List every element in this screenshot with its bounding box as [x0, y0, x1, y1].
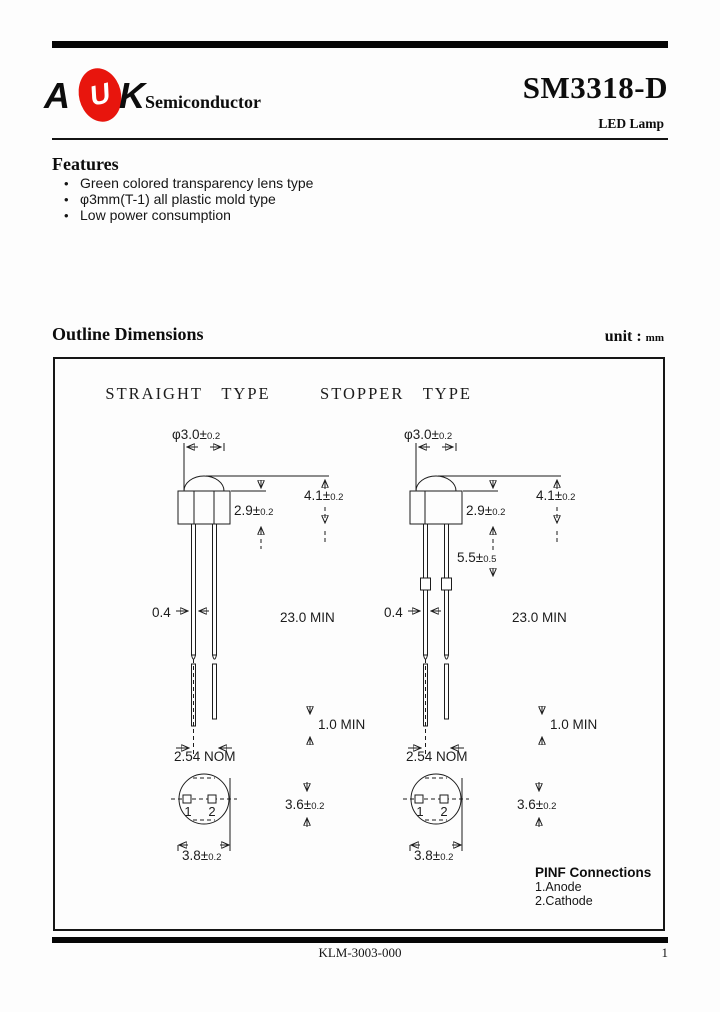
dim-base-width: 3.8±0.2	[182, 848, 221, 863]
feature-text: φ3mm(T-1) all plastic mold type	[80, 191, 276, 207]
outline-dimensions-title: Outline Dimensions	[52, 324, 204, 344]
feature-text: Green colored transparency lens type	[80, 175, 314, 191]
logo-letter-a: A	[44, 75, 70, 116]
document-number: KLM-3003-000	[318, 945, 402, 960]
dim-lead-length: 23.0 MIN	[280, 610, 335, 625]
logo-letter-u: U	[86, 77, 114, 113]
dim-base-height: 3.6±0.2	[285, 797, 324, 812]
product-type: LED Lamp	[598, 116, 664, 131]
dim-tip-length: 1.0 MIN	[550, 717, 597, 732]
dim-base-width: 3.8±0.2	[414, 848, 453, 863]
dim-diameter: φ3.0±0.2	[404, 427, 452, 442]
pin-connections-title: PINF Connections	[535, 865, 652, 880]
dim-lead-width: 0.4	[152, 605, 171, 620]
dim-body-height: 2.9±0.2	[234, 503, 273, 518]
dim-base-height: 3.6±0.2	[517, 797, 556, 812]
features-list: • Green colored transparency lens type •…	[64, 176, 313, 224]
top-rule	[52, 41, 668, 48]
header-rule	[52, 138, 668, 140]
pin-connections: PINF Connections 1.Anode 2.Cathode	[535, 865, 651, 908]
dim-stopper-position: 5.5±0.5	[457, 550, 496, 565]
logo-letter-k: K	[119, 75, 145, 116]
pin-2-label: 2	[208, 804, 215, 819]
pin-1-label: 1	[416, 804, 423, 819]
pin-cathode-label: 2.Cathode	[535, 893, 593, 908]
dim-total-height: 4.1±0.2	[536, 488, 575, 503]
pin-anode-label: 1.Anode	[535, 880, 582, 894]
stopper-type-title: STOPPER TYPE	[320, 384, 472, 403]
straight-type-title: STRAIGHT TYPE	[105, 384, 270, 403]
bullet-icon: •	[64, 208, 69, 223]
features-title: Features	[52, 154, 119, 174]
dim-lead-width: 0.4	[384, 605, 403, 620]
dim-diameter: φ3.0±0.2	[172, 427, 220, 442]
unit-word: unit :	[604, 328, 642, 345]
dim-pitch: 2.54 NOM	[174, 749, 236, 764]
pin-1-label: 1	[184, 804, 191, 819]
outline-diagram: STRAIGHT TYPE φ3.0±0.2 2.9±0.2 4.1±0.2	[105, 384, 597, 863]
page-number: 1	[661, 945, 669, 960]
feature-item: • Green colored transparency lens type	[64, 176, 313, 192]
bullet-icon: •	[64, 176, 69, 191]
dim-body-height: 2.9±0.2	[466, 503, 505, 518]
feature-text: Low power consumption	[80, 207, 231, 223]
bullet-icon: •	[64, 192, 69, 207]
dim-lead-length: 23.0 MIN	[512, 610, 567, 625]
dim-total-height: 4.1±0.2	[304, 488, 343, 503]
unit-value: mm	[645, 332, 664, 344]
part-number: SM3318-D	[522, 70, 668, 105]
dim-pitch: 2.54 NOM	[406, 749, 468, 764]
dim-tip-length: 1.0 MIN	[318, 717, 365, 732]
outline-drawing-box: STRAIGHT TYPE φ3.0±0.2 2.9±0.2 4.1±0.2	[53, 357, 665, 931]
feature-item: • Low power consumption	[64, 208, 313, 224]
feature-item: • φ3mm(T-1) all plastic mold type	[64, 192, 313, 208]
straight-type-drawing: STRAIGHT TYPE φ3.0±0.2 2.9±0.2 4.1±0.2	[105, 384, 365, 863]
brand-text: Semiconductor	[145, 92, 261, 112]
unit-label: unit : mm	[605, 328, 664, 346]
pin-2-label: 2	[440, 804, 447, 819]
stopper-type-drawing: STOPPER TYPE φ3.0±0.2 2.9±0.2 4.1±0.2	[320, 384, 597, 863]
footer-rule	[52, 937, 668, 943]
